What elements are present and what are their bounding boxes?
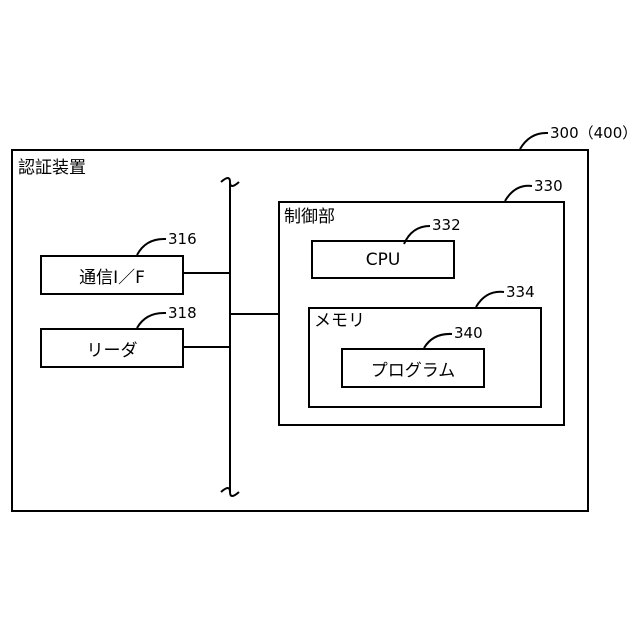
program-box: プログラム <box>341 348 485 388</box>
reader-label: リーダ <box>87 336 138 361</box>
cpu-box: CPU <box>311 240 455 279</box>
cpu-label: CPU <box>366 250 401 270</box>
comm-if-box: 通信I／F <box>40 255 184 295</box>
memory-label: メモリ <box>314 311 365 331</box>
auth-device-label: 認証装置 <box>18 158 86 178</box>
control-unit-label: 制御部 <box>284 207 335 227</box>
control-unit-ref: 330 <box>534 177 563 195</box>
cpu-ref: 332 <box>432 216 461 234</box>
memory-ref: 334 <box>506 283 535 301</box>
device-leader <box>520 133 548 149</box>
comm-if-ref: 316 <box>168 230 197 248</box>
program-ref: 340 <box>454 324 483 342</box>
auth-device-ref: 300（400） <box>550 124 637 142</box>
program-label: プログラム <box>371 356 456 381</box>
reader-ref: 318 <box>168 304 197 322</box>
reader-box: リーダ <box>40 328 184 368</box>
comm-if-label: 通信I／F <box>79 263 145 288</box>
